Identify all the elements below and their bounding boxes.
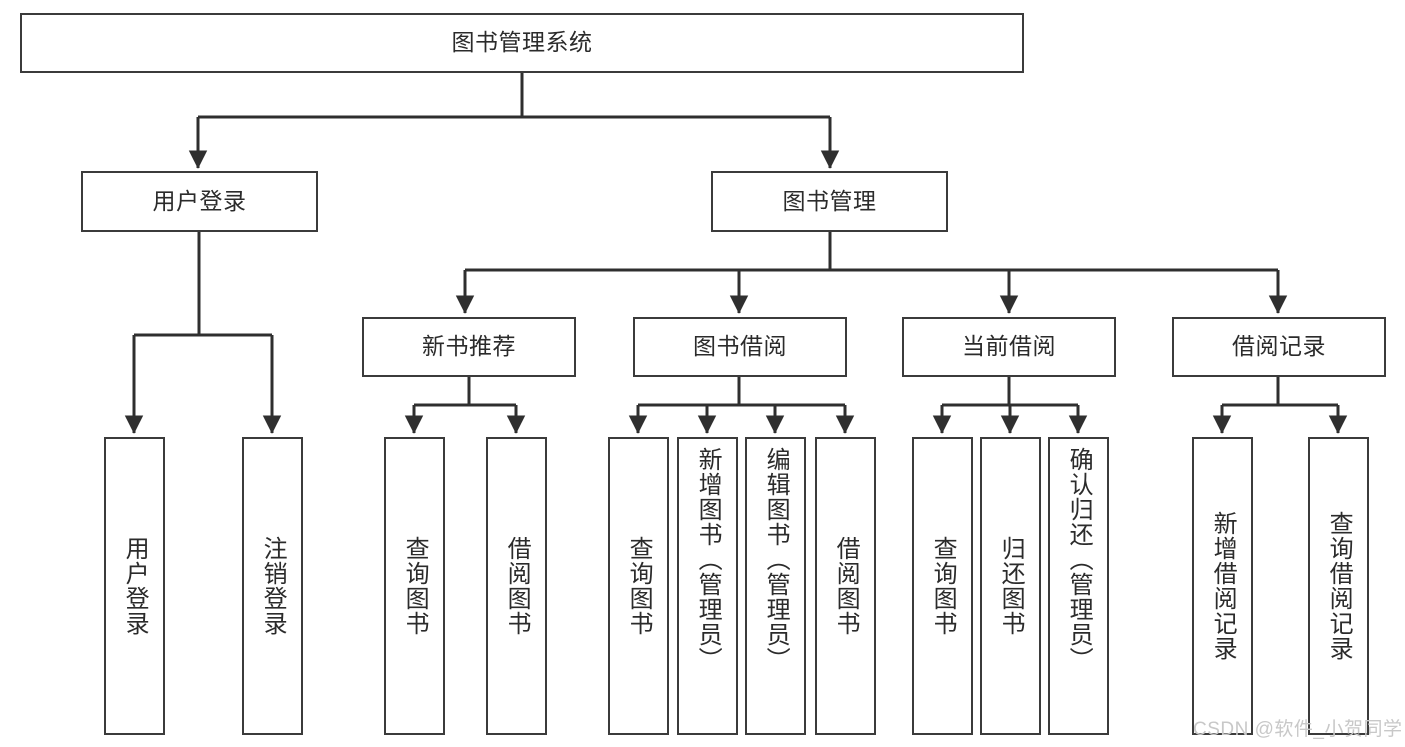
node-label: 新增图书（管理员） bbox=[694, 447, 722, 672]
node-label: 新增借阅记录 bbox=[1209, 511, 1237, 661]
node-book-borrow[interactable]: 图书借阅 bbox=[633, 317, 847, 377]
node-current-borrow[interactable]: 当前借阅 bbox=[902, 317, 1116, 377]
leaf-current-borrow-return-books[interactable]: 归还图书 bbox=[980, 437, 1041, 735]
node-label: 确认归还（管理员） bbox=[1065, 447, 1093, 672]
node-label: 注销登录 bbox=[259, 536, 287, 636]
leaf-current-borrow-query-books[interactable]: 查询图书 bbox=[912, 437, 973, 735]
csdn-watermark: CSDN @软件_小贺同学 bbox=[1193, 719, 1403, 740]
leaf-user-login-logout[interactable]: 注销登录 bbox=[242, 437, 303, 735]
leaf-borrow-records-query-record[interactable]: 查询借阅记录 bbox=[1308, 437, 1369, 735]
leaf-new-book-query-books[interactable]: 查询图书 bbox=[384, 437, 445, 735]
node-book-management[interactable]: 图书管理 bbox=[711, 171, 948, 232]
node-label: 借阅记录 bbox=[1232, 333, 1326, 360]
node-label: 图书借阅 bbox=[693, 333, 787, 360]
node-label: 查询图书 bbox=[401, 536, 429, 636]
node-label: 用户登录 bbox=[152, 187, 247, 214]
node-label: 当前借阅 bbox=[962, 333, 1056, 360]
node-label: 查询借阅记录 bbox=[1325, 511, 1353, 661]
leaf-user-login-login[interactable]: 用户登录 bbox=[104, 437, 165, 735]
node-label: 查询图书 bbox=[625, 536, 653, 636]
leaf-current-borrow-confirm-return-admin[interactable]: 确认归还（管理员） bbox=[1048, 437, 1109, 735]
leaf-book-borrow-borrow-books[interactable]: 借阅图书 bbox=[815, 437, 876, 735]
leaf-new-book-borrow-books[interactable]: 借阅图书 bbox=[486, 437, 547, 735]
leaf-book-borrow-edit-book-admin[interactable]: 编辑图书（管理员） bbox=[745, 437, 806, 735]
node-label: 查询图书 bbox=[929, 536, 957, 636]
node-label: 借阅图书 bbox=[503, 536, 531, 636]
leaf-book-borrow-query-books[interactable]: 查询图书 bbox=[608, 437, 669, 735]
node-label: 新书推荐 bbox=[422, 333, 516, 360]
node-root-book-management-system[interactable]: 图书管理系统 bbox=[20, 13, 1024, 73]
node-user-login[interactable]: 用户登录 bbox=[81, 171, 318, 232]
leaf-book-borrow-add-book-admin[interactable]: 新增图书（管理员） bbox=[677, 437, 738, 735]
node-label: 图书管理系统 bbox=[451, 29, 593, 56]
node-label: 图书管理 bbox=[782, 187, 877, 214]
node-label: 借阅图书 bbox=[832, 536, 860, 636]
node-label: 归还图书 bbox=[997, 536, 1025, 636]
node-label: 用户登录 bbox=[121, 536, 149, 636]
node-borrow-records[interactable]: 借阅记录 bbox=[1172, 317, 1386, 377]
node-new-book-recommend[interactable]: 新书推荐 bbox=[362, 317, 576, 377]
node-label: 编辑图书（管理员） bbox=[762, 447, 790, 672]
leaf-borrow-records-add-record[interactable]: 新增借阅记录 bbox=[1192, 437, 1253, 735]
